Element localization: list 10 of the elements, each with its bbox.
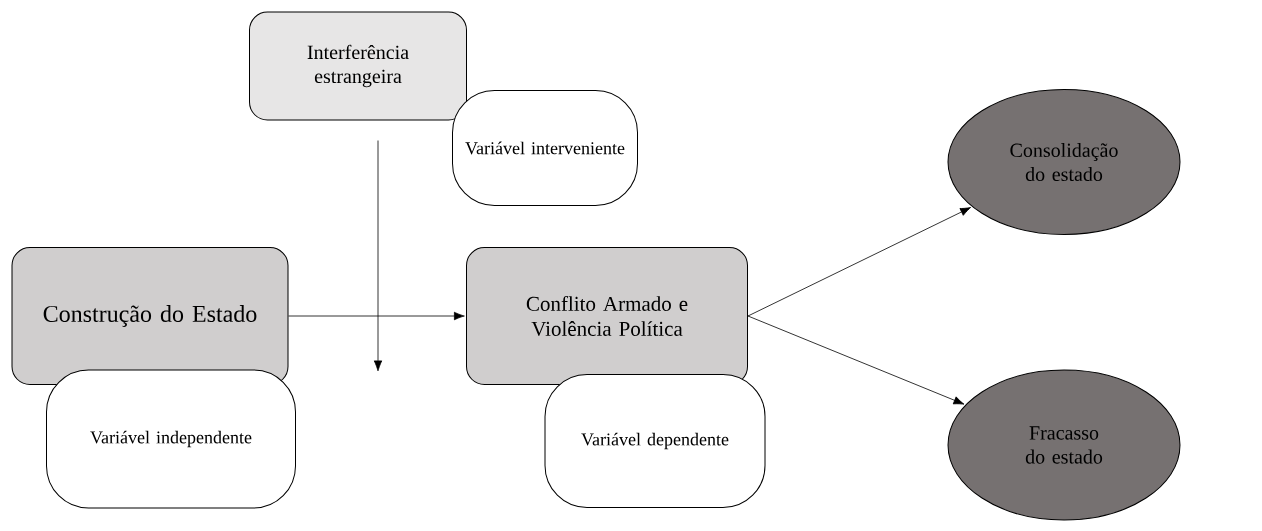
label-bubble: Variável interveniente [452, 90, 638, 206]
box: Interferência estrangeira [249, 11, 467, 121]
arrow [373, 140, 383, 372]
box: Conflito Armado e Violência Política [466, 247, 748, 385]
arrow [288, 311, 465, 321]
box: Construção do Estado [11, 247, 289, 385]
label-bubble: Variável independente [46, 369, 296, 509]
label-bubble: Variável dependente [544, 374, 766, 508]
arrow [747, 207, 971, 317]
arrow [747, 315, 965, 405]
